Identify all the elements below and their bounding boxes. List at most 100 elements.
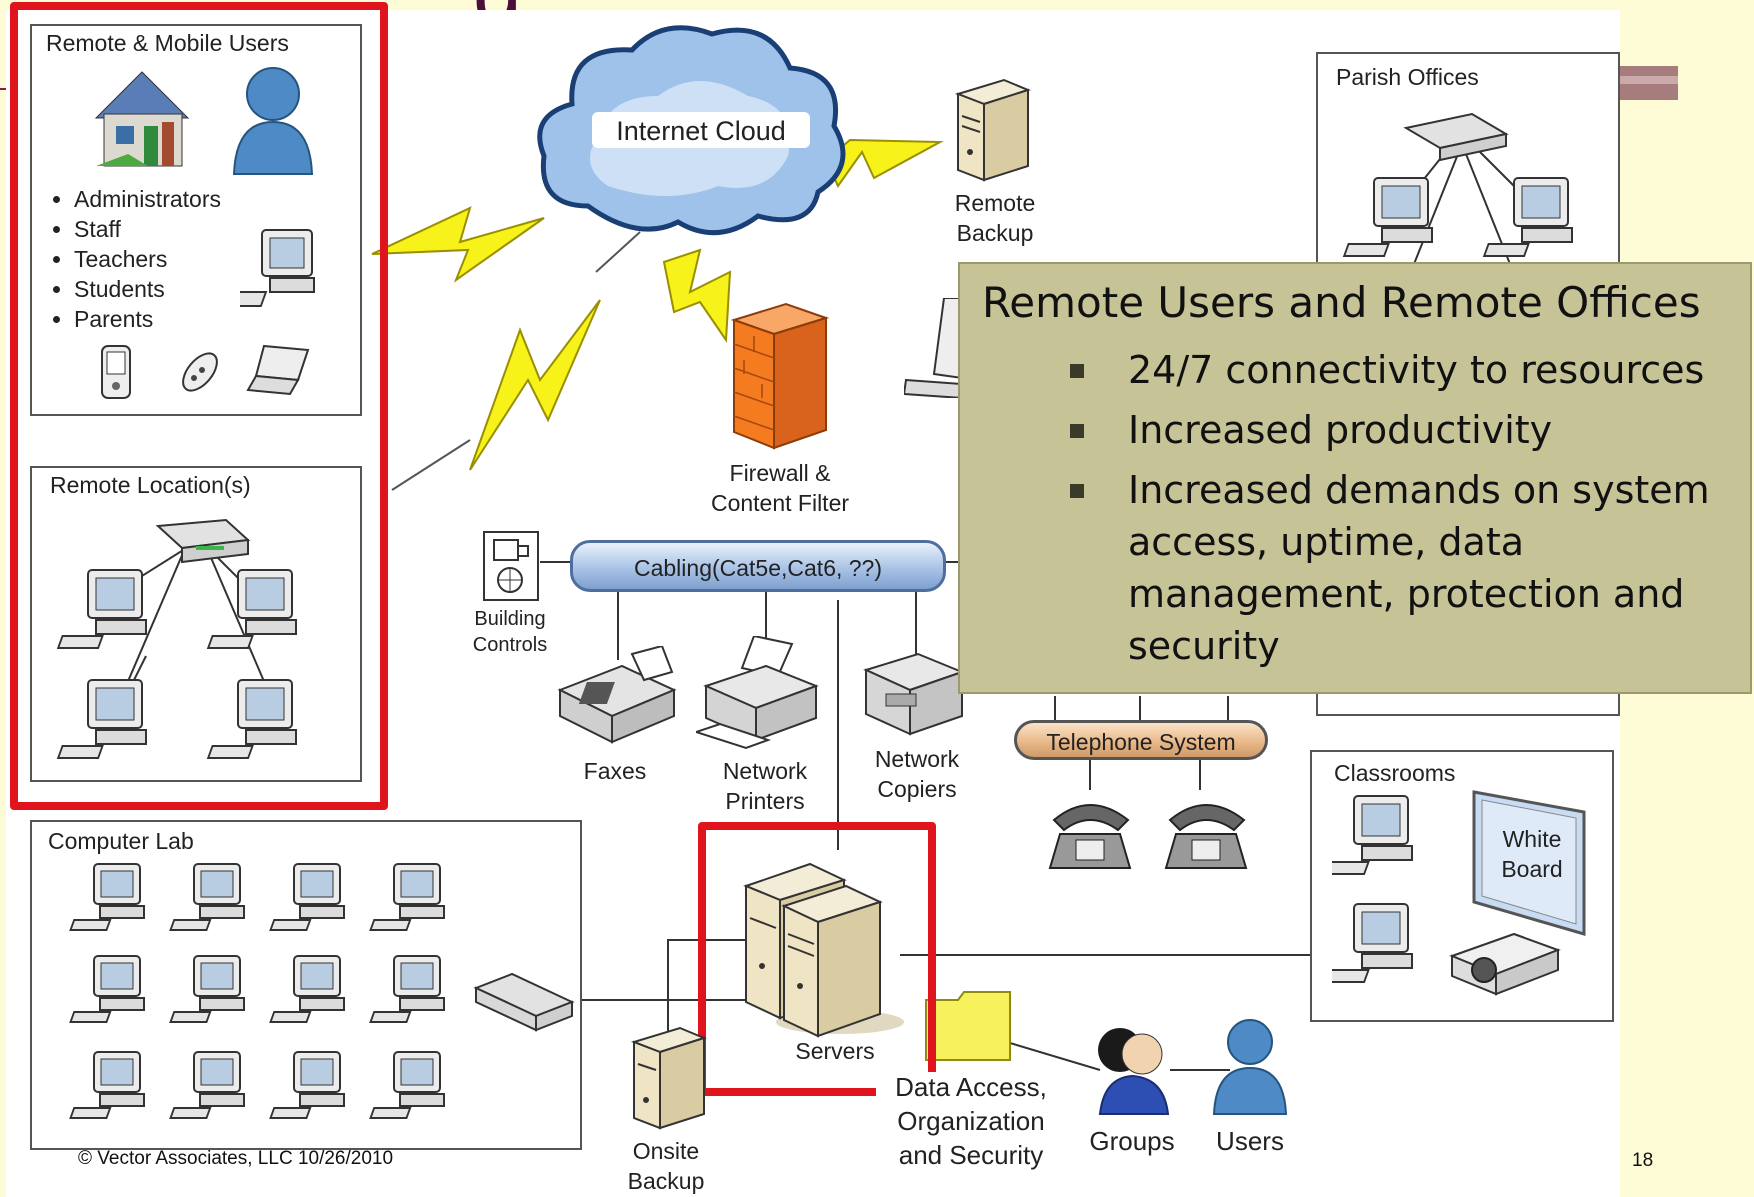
faxes-label: Faxes <box>583 758 647 784</box>
copyright-footer: © Vector Associates, LLC 10/26/2010 <box>78 1148 394 1169</box>
copier-icon <box>863 652 965 736</box>
users-label: Users <box>1216 1126 1284 1156</box>
desktop-icon <box>269 1051 345 1119</box>
decorative-bar-highlight <box>1616 76 1678 84</box>
folder-icon <box>925 991 1011 1061</box>
onsite-backup-line <box>667 939 760 1040</box>
desktop-icon <box>169 955 245 1023</box>
firewall-label-line2: Content Filter <box>710 490 850 516</box>
bullet-item: Staff <box>74 214 221 244</box>
groups-icon <box>1098 1028 1170 1115</box>
lightning-icon <box>662 248 732 343</box>
desktop-icon <box>206 679 297 759</box>
desktop-icon <box>56 569 147 649</box>
cabling-pipe: Cabling(Cat5e,Cat6, ??) <box>570 540 946 592</box>
bullet-item: Students <box>74 274 221 304</box>
desktop-icon <box>1332 903 1413 983</box>
desktop-icon <box>240 229 315 307</box>
desktop-icon <box>1332 795 1413 875</box>
whiteboard-label-line2: Board <box>1501 856 1563 882</box>
pda-icon <box>101 345 131 399</box>
remote-location-link <box>391 439 471 491</box>
panel-title: Parish Offices <box>1336 64 1479 90</box>
laptop-icon <box>246 344 310 396</box>
network-printers-label-line1: Network <box>722 758 808 784</box>
desktop-icon <box>169 863 245 931</box>
onsite-backup-label-line1: Onsite <box>632 1138 700 1164</box>
desktop-icon <box>369 955 445 1023</box>
desktop-icon <box>169 1051 245 1119</box>
desktop-icon <box>206 569 297 649</box>
desktop-icon <box>269 863 345 931</box>
remote-users-bullet-list: Administrators Staff Teachers Students P… <box>46 184 221 334</box>
callout-bullet: Increased demands on system access, upti… <box>1070 464 1740 672</box>
building-controls-icon <box>483 531 539 601</box>
parish-office-network <box>1342 112 1573 295</box>
house-icon <box>94 71 190 167</box>
telephone-system-pipe: Telephone System <box>1014 720 1268 760</box>
callout-bullet: 24/7 connectivity to resources <box>1070 344 1740 396</box>
page-number: 18 <box>1632 1150 1654 1171</box>
phone-icon <box>182 352 218 392</box>
telephone-system-label: Telephone System <box>1046 729 1236 755</box>
computer-lab-grid <box>69 863 575 1119</box>
bullet-item: Teachers <box>74 244 221 274</box>
desktop-icon <box>69 1051 145 1119</box>
remote-backup-label-line2: Backup <box>956 220 1034 246</box>
panel-title: Classrooms <box>1334 760 1456 786</box>
data-access-label-line2: Organization <box>897 1106 1045 1136</box>
remote-users-highlight-box <box>10 2 388 810</box>
folder-to-groups-line <box>999 1039 1101 1071</box>
lightning-icon <box>469 299 601 471</box>
remote-locations-panel: Remote Location(s) <box>30 466 362 782</box>
groups-label: Groups <box>1089 1126 1175 1156</box>
user-icon <box>1212 1019 1288 1115</box>
desktop-icon <box>1342 177 1433 257</box>
building-controls-label-line2: Controls <box>472 634 548 656</box>
callout-bullet-list: 24/7 connectivity to resources Increased… <box>1070 344 1740 680</box>
callout-heading: Remote Users and Remote Offices <box>982 278 1701 327</box>
onsite-backup-label-line2: Backup <box>627 1168 705 1194</box>
laptop-icon <box>904 298 963 398</box>
desktop-icon <box>369 863 445 931</box>
cabling-label: Cabling(Cat5e,Cat6, ??) <box>633 555 883 581</box>
firewall-icon <box>730 302 830 450</box>
server-icon <box>954 78 1031 182</box>
building-controls-label-line1: Building <box>474 608 546 630</box>
switch-icon <box>473 972 575 1032</box>
switch-icon <box>155 518 251 564</box>
network-copiers-label-line2: Copiers <box>877 776 957 802</box>
desktop-icon <box>69 955 145 1023</box>
firewall-label-line1: Firewall & <box>729 460 831 486</box>
desktop-icon <box>369 1051 445 1119</box>
server-icon <box>630 1026 707 1130</box>
desktop-icon <box>69 863 145 931</box>
printer-icon <box>696 636 819 750</box>
desktop-icon <box>1482 177 1573 257</box>
classrooms-panel: Classrooms White Board <box>1310 750 1614 1022</box>
panel-title: Remote Location(s) <box>50 472 251 498</box>
fax-icon <box>557 646 677 744</box>
whiteboard-icon <box>1472 790 1586 936</box>
data-access-label-line3: and Security <box>898 1140 1044 1170</box>
cloud-link <box>595 231 641 273</box>
remote-location-network <box>56 518 297 759</box>
bullet-item: Administrators <box>74 184 221 214</box>
telephone-icon <box>1048 804 1132 869</box>
desktop-icon <box>56 679 147 759</box>
servers-highlight-box <box>698 822 936 1096</box>
remote-backup-label-line1: Remote <box>954 190 1036 216</box>
callout-box: Remote Users and Remote Offices 24/7 con… <box>958 262 1752 694</box>
projector-icon <box>1449 932 1561 996</box>
telephone-icon <box>1164 804 1248 869</box>
user-icon <box>232 67 314 175</box>
bullet-item: Parents <box>74 304 221 334</box>
cloud-label-bg <box>592 112 810 148</box>
whiteboard-label-line1: White <box>1502 826 1562 852</box>
network-copiers-label-line1: Network <box>874 746 960 772</box>
remote-mobile-users-panel: Remote & Mobile Users Administrators Sta… <box>30 24 362 416</box>
panel-title: Remote & Mobile Users <box>46 30 289 56</box>
data-access-label-line1: Data Access, <box>876 1072 1066 1103</box>
panel-title: Computer Lab <box>48 828 194 854</box>
network-printers-label-line2: Printers <box>725 788 805 814</box>
